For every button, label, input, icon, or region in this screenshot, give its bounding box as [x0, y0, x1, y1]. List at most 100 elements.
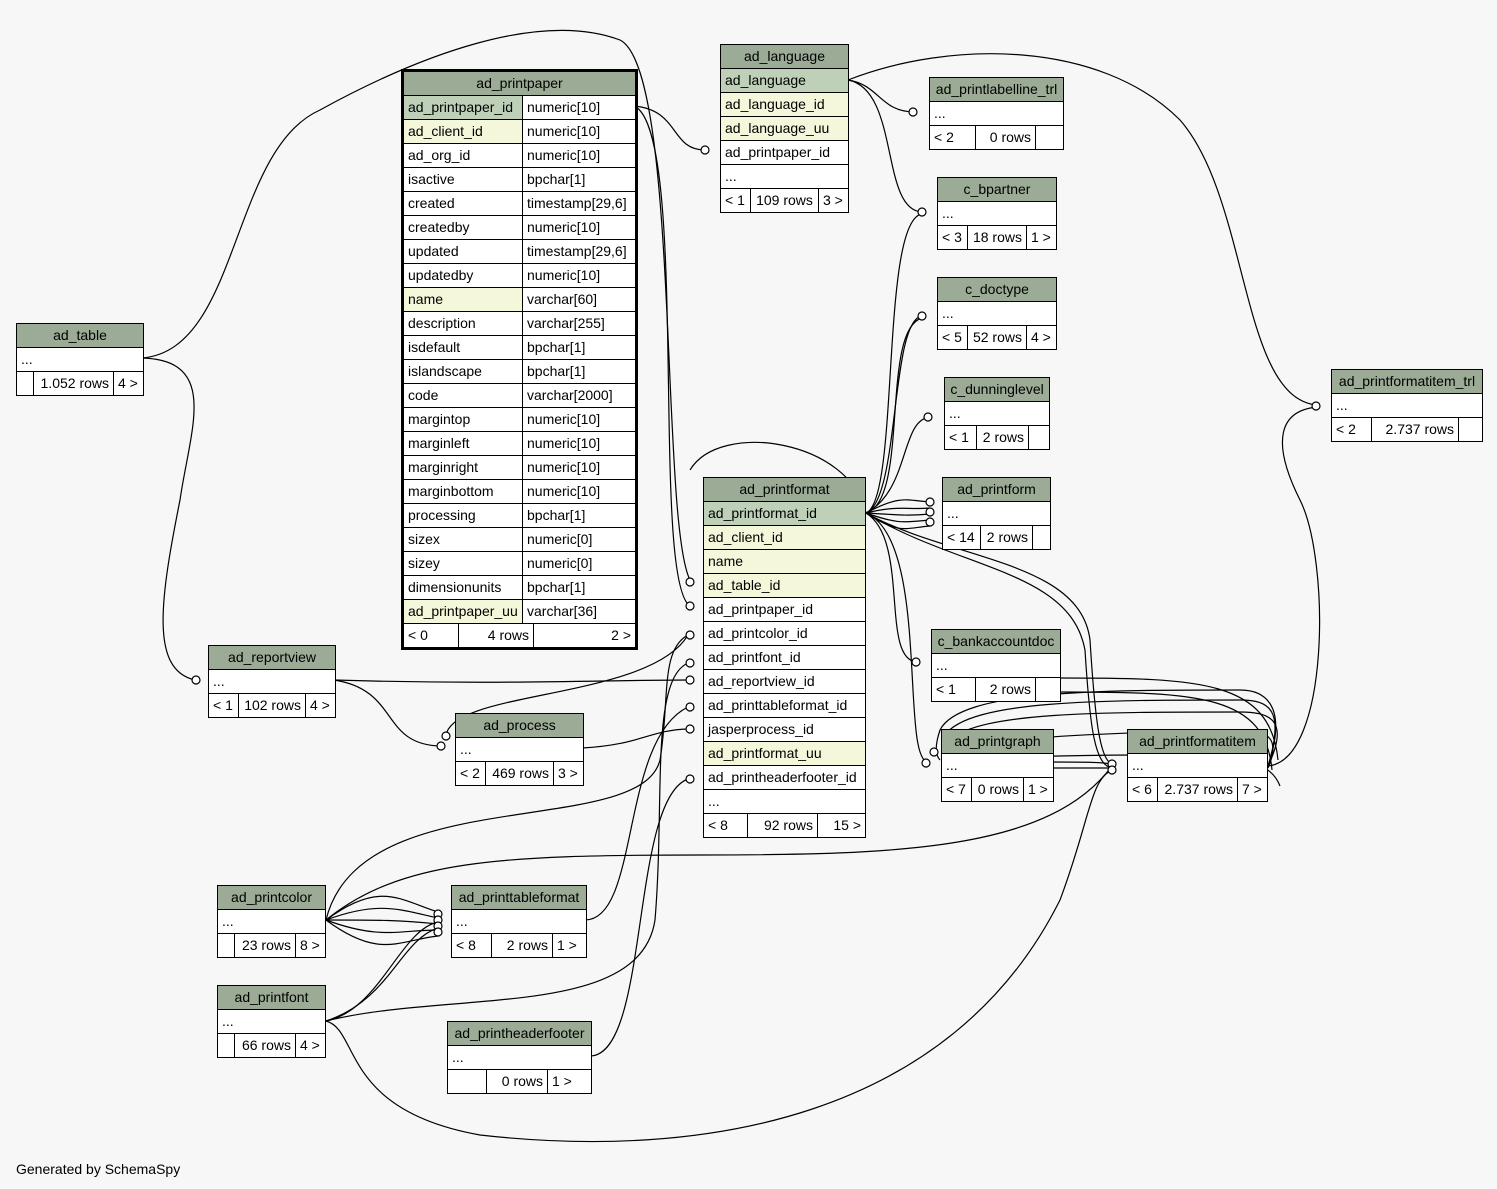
parents-count[interactable] — [447, 1069, 487, 1094]
row-count: 4 rows — [459, 624, 534, 647]
table-header[interactable]: c_dunninglevel — [943, 377, 1051, 402]
children-count[interactable] — [1458, 417, 1483, 442]
children-count[interactable]: 1 > — [551, 933, 588, 958]
table-header[interactable]: c_doctype — [936, 277, 1058, 302]
table-header[interactable]: ad_table — [16, 323, 144, 348]
column-name: sizey — [402, 551, 523, 576]
parents-count[interactable]: < 7 — [941, 777, 972, 802]
column-row: name — [703, 549, 866, 574]
parents-count[interactable]: < 2 — [455, 761, 486, 786]
table-ad_language[interactable]: ad_language ad_language ad_language_id a… — [719, 44, 850, 213]
parents-count[interactable]: < 1 — [931, 677, 976, 702]
parents-count[interactable]: < 3 — [937, 225, 968, 250]
parents-count[interactable]: < 1 — [944, 425, 977, 450]
row-count: 0 rows — [975, 125, 1036, 150]
children-count[interactable] — [1031, 525, 1052, 550]
column-name: ad_printpaper_id — [402, 95, 523, 120]
children-count[interactable]: 3 > — [817, 188, 850, 213]
column-name: ad_client_id — [402, 119, 523, 144]
children-count[interactable]: 3 > — [552, 761, 585, 786]
table-header[interactable]: ad_printformatitem_trl — [1331, 369, 1483, 394]
children-count[interactable]: 15 > — [817, 813, 866, 838]
children-count[interactable]: 4 > — [294, 1033, 327, 1058]
children-count[interactable] — [1027, 425, 1051, 450]
children-count[interactable] — [1034, 125, 1065, 150]
column-row: ... — [454, 737, 585, 762]
table-header[interactable]: ad_printgraph — [940, 729, 1055, 754]
table-header[interactable]: ad_printfont — [216, 985, 327, 1010]
children-count[interactable]: 1 > — [546, 1069, 593, 1094]
table-header[interactable]: c_bpartner — [937, 177, 1057, 202]
children-count[interactable]: 4 > — [113, 371, 144, 396]
parents-count[interactable]: < 1 — [720, 188, 751, 213]
parents-count[interactable]: < 8 — [451, 933, 492, 958]
parents-count[interactable]: < 5 — [937, 325, 968, 350]
parents-count[interactable] — [217, 933, 235, 958]
table-header[interactable]: ad_printpaper — [402, 70, 637, 96]
column-name: ad_org_id — [402, 143, 523, 168]
parents-count[interactable]: < 6 — [1127, 777, 1158, 802]
table-header[interactable]: ad_printtableformat — [450, 885, 588, 910]
children-count[interactable]: 7 > — [1237, 777, 1268, 802]
footer-credit: Generated by SchemaSpy — [16, 1161, 181, 1177]
column-row: ad_printpaper_id — [703, 597, 866, 622]
column-name: marginbottom — [402, 479, 523, 504]
column-row: ad_language — [719, 68, 850, 93]
children-count[interactable]: 4 > — [305, 693, 336, 718]
table-header[interactable]: ad_printformatitem — [1127, 729, 1268, 754]
table-header[interactable]: ad_printcolor — [216, 885, 327, 910]
table-header[interactable]: ad_printheaderfooter — [446, 1021, 593, 1046]
children-count[interactable]: 8 > — [294, 933, 327, 958]
table-header[interactable]: ad_language — [719, 44, 850, 69]
column-name: isdefault — [402, 335, 523, 360]
row-count: 2 rows — [976, 425, 1029, 450]
column-row: ... — [936, 301, 1058, 326]
parents-count[interactable]: < 14 — [942, 525, 981, 550]
children-count[interactable]: 1 > — [1022, 777, 1055, 802]
table-header[interactable]: ad_reportview — [208, 645, 336, 670]
parents-count[interactable]: < 8 — [703, 813, 748, 838]
table-ad_printpaper[interactable]: ad_printpaper ad_printpaper_id numeric[10… — [401, 69, 638, 650]
edge-language-labelline — [847, 79, 916, 113]
parents-count[interactable] — [217, 1033, 235, 1058]
parents-count[interactable]: < 2 — [929, 125, 976, 150]
edge-pf-doctype — [865, 315, 923, 514]
children-count[interactable]: 1 > — [1026, 225, 1057, 250]
table-header[interactable]: ad_process — [454, 713, 585, 738]
edge-printpaper-printformat — [633, 105, 691, 607]
parents-count[interactable]: < 0 — [404, 624, 459, 647]
children-count[interactable] — [1035, 677, 1061, 702]
parents-count[interactable]: < 1 — [208, 693, 239, 718]
table-header[interactable]: ad_printlabelline_trl — [928, 77, 1065, 102]
table-header[interactable]: ad_printformat — [703, 477, 866, 502]
children-count[interactable]: 4 > — [1025, 325, 1058, 350]
column-row: ... — [703, 789, 866, 814]
parents-count[interactable]: < 2 — [1331, 417, 1372, 442]
children-count[interactable]: 2 > — [611, 627, 631, 643]
column-type: numeric[10] — [522, 143, 637, 168]
table-header[interactable]: ad_printform — [941, 477, 1052, 502]
parents-count[interactable] — [16, 371, 34, 396]
edge-ad_table-ad_printformat — [141, 29, 691, 581]
table-header[interactable]: c_bankaccountdoc — [931, 629, 1061, 654]
column-type: varchar[255] — [522, 311, 637, 336]
